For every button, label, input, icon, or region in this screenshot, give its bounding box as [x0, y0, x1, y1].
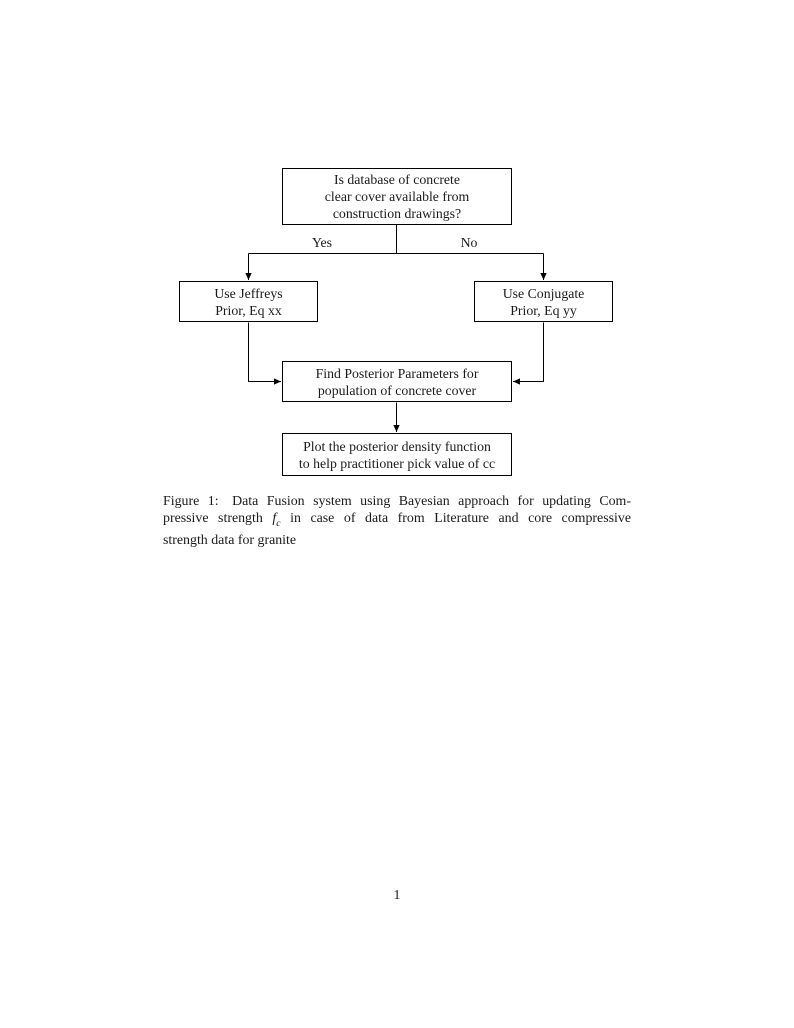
- caption-line: pressive strength fc in case of data fro…: [163, 510, 631, 532]
- flowchart-node-jeffreys-prior: Use Jeffreys Prior, Eq xx: [179, 281, 318, 322]
- caption-text: pressive strength: [163, 511, 263, 527]
- caption-line: Figure 1: Data Fusion system using Bayes…: [163, 493, 631, 510]
- caption-text: strength data for granite: [163, 533, 297, 549]
- flowchart-node-question: Is database of concrete clear cover avai…: [282, 168, 512, 225]
- flowchart-node-posterior-parameters: Find Posterior Parameters for population…: [282, 361, 512, 402]
- figure-caption: Figure 1: Data Fusion system using Bayes…: [163, 493, 631, 550]
- math-subscript: c: [276, 518, 281, 530]
- node-line: Find Posterior Parameters for: [315, 365, 479, 381]
- node-line: construction drawings?: [332, 206, 462, 221]
- node-line: Plot the posterior density function: [303, 438, 491, 454]
- flowchart-node-conjugate-prior: Use Conjugate Prior, Eq yy: [474, 281, 613, 322]
- node-line: Use Jeffreys: [214, 285, 283, 301]
- node-line: Use Conjugate: [502, 285, 585, 301]
- node-line: Prior, Eq yy: [510, 302, 577, 318]
- edge-conjugate-to-posterior: [513, 322, 544, 385]
- math-fc: fc: [272, 511, 281, 530]
- node-line: Is database of concrete: [333, 172, 461, 187]
- edge-jeffreys-to-posterior: [248, 322, 281, 385]
- math-symbol: f: [272, 511, 277, 527]
- edge-label-no: No: [460, 235, 478, 250]
- figure-label: Figure 1:: [163, 494, 219, 509]
- caption-text: in case of data from Literature and core…: [290, 511, 631, 527]
- page-number: 1: [393, 887, 401, 902]
- node-line: to help practitioner pick value of cc: [298, 455, 496, 471]
- node-line: Prior, Eq xx: [215, 302, 282, 318]
- node-line: population of concrete cover: [317, 382, 477, 398]
- flowchart-node-plot-density: Plot the posterior density function to h…: [282, 433, 512, 476]
- node-line: clear cover available from: [324, 189, 470, 204]
- edge-question-split: [248, 225, 544, 254]
- caption-line: strength data for granite: [163, 532, 631, 549]
- edge-label-yes: Yes: [311, 235, 333, 250]
- caption-text: Data Fusion system using Bayesian approa…: [232, 494, 631, 509]
